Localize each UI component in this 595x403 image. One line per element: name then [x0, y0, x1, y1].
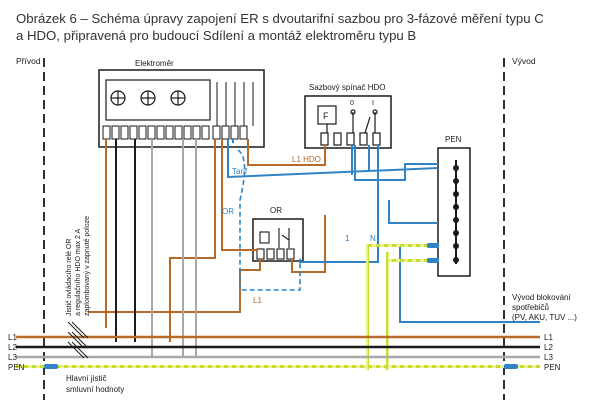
or-relay-box — [252, 218, 304, 262]
spinac-f-label: F — [323, 111, 329, 121]
rail-left-l2: L2 — [8, 343, 17, 352]
wire-pen-link-1 — [366, 244, 438, 247]
label-n: N — [370, 234, 376, 243]
pen-terminals — [453, 165, 459, 263]
label-one: 1 — [345, 234, 350, 243]
privod-label: Přívod — [16, 56, 41, 66]
label-tarif: Tarif — [232, 167, 248, 176]
wire-l3-network — [151, 139, 197, 356]
elektromer-box — [98, 69, 265, 148]
rail-right-l1: L1 — [544, 333, 553, 342]
hlavni-jistic-line-2: smluvní hodnoty — [66, 385, 124, 394]
jistic-note: Jistič ovládacího relé OR a regulačního … — [66, 216, 91, 316]
hlavni-jistic-line-1: Hlavní jistič — [66, 374, 106, 383]
rail-left-pen: PEN — [8, 363, 25, 372]
elektromer-measuring-elements — [110, 90, 186, 106]
label-l1-mid: L1 — [253, 296, 262, 305]
pen-link-markers — [427, 243, 439, 263]
caption-line-1: Obrázek 6 – Schéma úpravy zapojení ER s … — [16, 11, 544, 26]
wire-n-network — [227, 139, 504, 323]
wire-n-dashed — [237, 149, 301, 291]
figure-caption: Obrázek 6 – Schéma úpravy zapojení ER s … — [16, 10, 586, 44]
elektromer-terminals — [102, 125, 248, 140]
elektromer-aux-terminals — [216, 82, 254, 126]
rail-left-l1: L1 — [8, 333, 17, 342]
spinac-hdo-box — [304, 95, 392, 149]
vyvod-blok-line-2: spotřebičů — [512, 303, 549, 312]
label-l1-hdo: L1 HDO — [292, 155, 321, 164]
vyvod-label: Vývod — [512, 56, 536, 66]
or-box-label: OR — [270, 206, 282, 215]
label-or-left: OR — [222, 207, 234, 216]
spinac-0-label: 0 — [350, 100, 354, 107]
jistic-note-line-3: zaplombovaný v zapnuté poloze — [84, 216, 91, 316]
vyvod-blok-line-1: Vývod blokování — [512, 293, 571, 302]
spinac-hdo-label: Sazbový spínač HDO — [309, 83, 385, 92]
caption-line-2: a HDO, připravená pro budoucí Sdílení a … — [16, 28, 417, 43]
pen-box — [437, 147, 471, 277]
jistic-note-line-1: Jistič ovládacího relé OR — [66, 239, 73, 316]
jistic-note-line-2: a regulačního HDO max 2 A — [75, 229, 82, 316]
spinac-1-label: I — [372, 100, 374, 107]
wire-pen-riser-1 — [366, 245, 369, 370]
pen-box-label: PEN — [445, 135, 462, 144]
wire-pen-riser-2 — [386, 252, 389, 370]
wire-l2-network — [115, 139, 136, 342]
spinac-contacts — [320, 109, 381, 146]
jistic-symbols — [67, 321, 89, 359]
pen-rail-markers — [44, 364, 518, 369]
rail-left-l3: L3 — [8, 353, 17, 362]
rail-pen — [16, 365, 540, 368]
wire-pen-link-2 — [386, 259, 438, 262]
wire-l1-network — [88, 139, 326, 342]
elektromer-label: Elektroměr — [135, 59, 174, 68]
rail-right-pen: PEN — [544, 363, 561, 372]
rail-right-l3: L3 — [544, 353, 553, 362]
rail-right-l2: L2 — [544, 343, 553, 352]
vyvod-blok-line-3: (PV, AKU, TUV ...) — [512, 313, 577, 322]
or-relay-internals — [256, 228, 295, 260]
elektromer-inner — [105, 79, 211, 121]
